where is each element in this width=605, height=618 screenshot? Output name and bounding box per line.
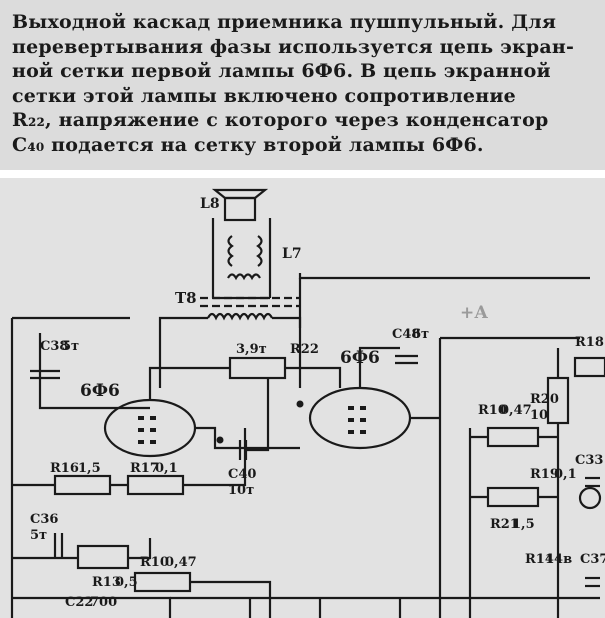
paragraph-line-2: перевертывания фазы используется цепь эк… [12,35,575,58]
label-r22: R22 [290,342,319,357]
label-r21: R21 [490,517,519,532]
paragraph-line-6: C₄₀ подается на сетку второй лампы 6Ф6. [12,133,484,156]
paragraph-line-1: Выходной каскад приемника пушпульный. Дл… [12,11,557,33]
circuit-schematic: L8 L7 T8 C38 5т 6Ф6 6Ф6 R22 3,9т C40 10т… [0,178,605,618]
label-c22-value: 700 [90,595,117,610]
label-r20-value: 10 [530,408,548,423]
label-r10b: R10 [140,555,169,570]
label-l7: L7 [282,246,302,262]
label-r20: R20 [530,392,559,407]
label-r16: R16 [50,461,79,476]
label-c37: C37 [580,552,605,567]
label-r16-value: 1,5 [78,461,101,476]
paragraph-line-4: сетки этой лампы включено сопротивление [12,84,516,107]
r10b-resistor [133,571,192,593]
speaker-icon [223,196,257,222]
label-c36-value: 5т [30,528,47,543]
r17-resistor [126,474,185,496]
label-tube-2: 6Ф6 [340,348,380,368]
label-c48: C48 [392,327,420,342]
label-r22-value: 3,9т [236,342,267,357]
r10-resistor [486,426,540,448]
label-c38: C38 [40,339,68,354]
label-c40-value: 10т [228,483,254,498]
r19-resistor [486,486,540,508]
label-c40: C40 [228,467,256,482]
label-plus-a: +А [460,303,488,323]
label-tube-1: 6Ф6 [80,381,120,401]
label-c38-value: 5т [62,339,79,354]
label-r14-value: 14в [545,552,572,567]
r13-potentiometer [76,544,130,570]
label-r13: R13 [92,575,121,590]
label-r18: R18 [575,335,604,350]
label-c36: C36 [30,512,58,527]
paragraph-line-3: ной сетки первой лампы 6Ф6. В цепь экран… [12,60,551,82]
label-r10b-value: 0,47 [165,555,197,570]
paragraph: Выходной каскад приемника пушпульный. Дл… [12,10,597,157]
label-r10-value: 0,47 [500,403,532,418]
paragraph-block: Выходной каскад приемника пушпульный. Дл… [0,0,605,170]
label-r17-value: 0,1 [155,461,178,476]
label-r19-value: 0,1 [554,467,577,482]
r16-resistor [53,474,112,496]
label-c22: C22 [65,595,93,610]
label-r10: R10 [478,403,507,418]
label-l8: L8 [200,196,220,212]
r22-resistor [228,356,287,380]
label-r21-value: 1,5 [512,517,535,532]
label-t8: T8 [175,289,197,307]
label-c33: C33 [575,453,603,468]
r18-resistor [573,356,605,378]
paragraph-line-5: R₂₂, напряжение с которого через конденс… [12,109,549,131]
label-c48-value: 6т [412,327,429,342]
label-r17: R17 [130,461,159,476]
label-r19: R19 [530,467,559,482]
schematic-drawing: L8 L7 T8 C38 5т 6Ф6 6Ф6 R22 3,9т C40 10т… [10,188,605,618]
label-r13-value: 0,5 [115,575,138,590]
label-r14: R14 [525,552,554,567]
